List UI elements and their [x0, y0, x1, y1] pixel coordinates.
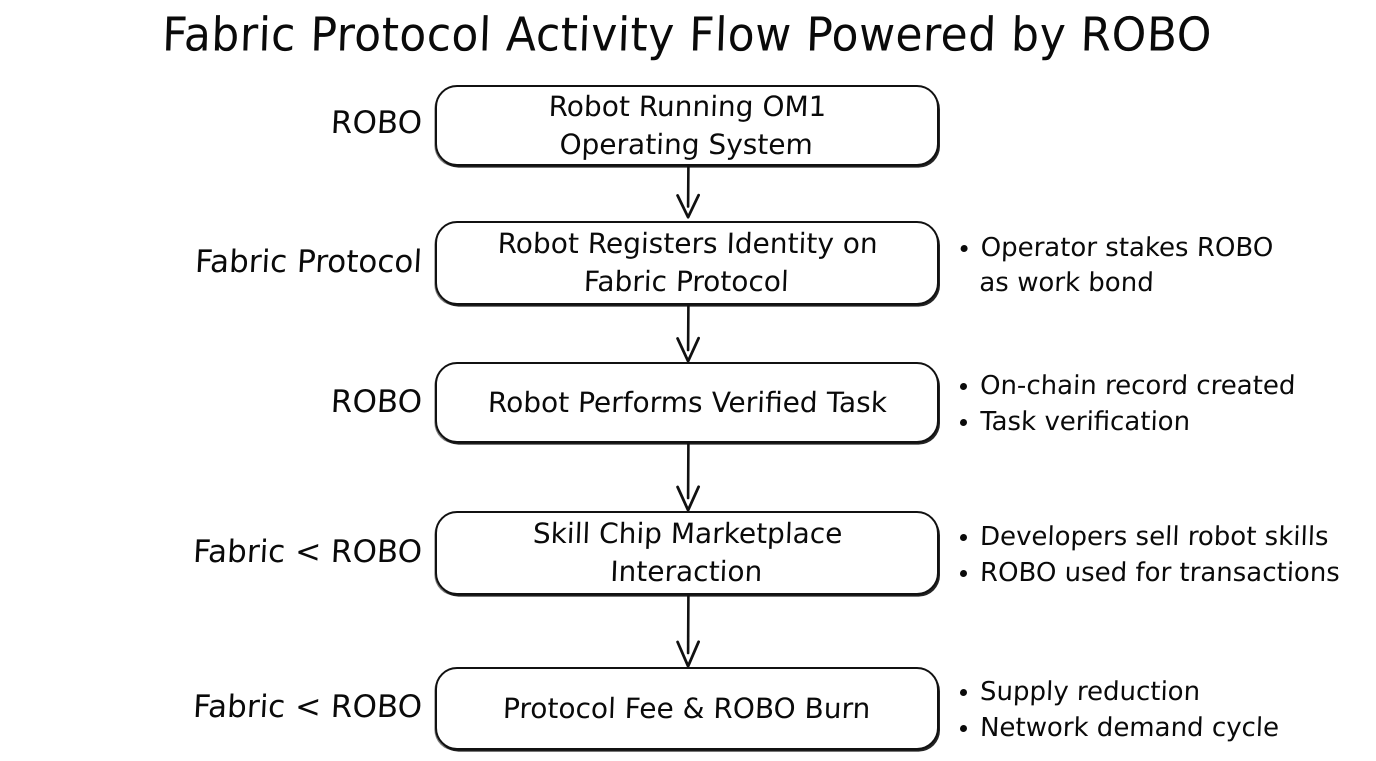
connector-arrow-1: [660, 164, 716, 219]
list-item-label: Network demand cycle: [979, 713, 1280, 743]
connector-arrow-2: [660, 303, 716, 363]
bullet-icon: [959, 419, 968, 426]
list-item: Developers sell robot skills: [957, 520, 1376, 555]
list-item: Task verification: [957, 405, 1370, 440]
flow-node-4[interactable]: Skill Chip Marketplace Interaction: [435, 511, 939, 595]
flow-step-3-notes: On-chain record created Task verificatio…: [958, 369, 1370, 441]
list-item: Network demand cycle: [957, 711, 1370, 746]
list-item: Operator stakes ROBO as work bond: [957, 231, 1371, 301]
bullet-icon: [959, 534, 968, 541]
flow-step-1: ROBO Robot Running OM1 Operating System: [0, 85, 1376, 166]
list-item-label: Task verification: [979, 407, 1191, 437]
flow-step-3: ROBO Robot Performs Verified Task On-cha…: [0, 362, 1376, 443]
list-item-label: On-chain record created: [979, 371, 1296, 401]
stage-label-2: Fabric Protocol: [194, 244, 423, 280]
bullet-icon: [959, 725, 968, 732]
connector-arrow-3: [660, 441, 716, 512]
flow-node-1[interactable]: Robot Running OM1 Operating System: [435, 85, 939, 166]
page-title: Fabric Protocol Activity Flow Powered by…: [161, 8, 1213, 63]
flow-node-2-label: Robot Registers Identity on Fabric Proto…: [497, 227, 879, 298]
stage-label-1: ROBO: [329, 105, 423, 141]
bullet-icon: [959, 383, 968, 390]
bullet-icon: [959, 570, 968, 577]
flow-node-1-label: Robot Running OM1 Operating System: [548, 89, 828, 161]
flow-step-5-notes: Supply reduction Network demand cycle: [958, 675, 1370, 747]
list-item-label: Operator stakes ROBO as work bond: [978, 233, 1274, 298]
flow-node-3[interactable]: Robot Performs Verified Task: [435, 362, 939, 443]
flow-step-2-notes: Operator stakes ROBO as work bond: [958, 231, 1370, 302]
list-item-label: Supply reduction: [979, 677, 1201, 707]
flow-node-5-label: Protocol Fee & ROBO Burn: [502, 691, 872, 725]
flow-step-4: Fabric < ROBO Skill Chip Marketplace Int…: [0, 511, 1376, 595]
flow-node-3-label: Robot Performs Verified Task: [486, 385, 888, 419]
stage-label-5: Fabric < ROBO: [192, 689, 423, 725]
bullet-icon: [959, 689, 968, 696]
list-item: ROBO used for transactions: [957, 556, 1376, 591]
flow-step-5: Fabric < ROBO Protocol Fee & ROBO Burn S…: [0, 667, 1376, 750]
flow-node-4-label: Skill Chip Marketplace Interaction: [532, 517, 844, 588]
bullet-icon: [960, 245, 968, 252]
connector-arrow-4: [660, 593, 716, 668]
list-item: Supply reduction: [957, 675, 1370, 710]
flow-node-2[interactable]: Robot Registers Identity on Fabric Proto…: [435, 221, 939, 305]
list-item: On-chain record created: [957, 369, 1370, 404]
flow-node-5[interactable]: Protocol Fee & ROBO Burn: [435, 667, 939, 750]
stage-label-3: ROBO: [329, 384, 423, 420]
stage-label-4: Fabric < ROBO: [192, 534, 423, 570]
list-item-label: ROBO used for transactions: [979, 558, 1341, 588]
flow-step-4-notes: Developers sell robot skills ROBO used f…: [958, 520, 1376, 592]
flow-step-2: Fabric Protocol Robot Registers Identity…: [0, 221, 1376, 305]
list-item-label: Developers sell robot skills: [979, 522, 1330, 552]
